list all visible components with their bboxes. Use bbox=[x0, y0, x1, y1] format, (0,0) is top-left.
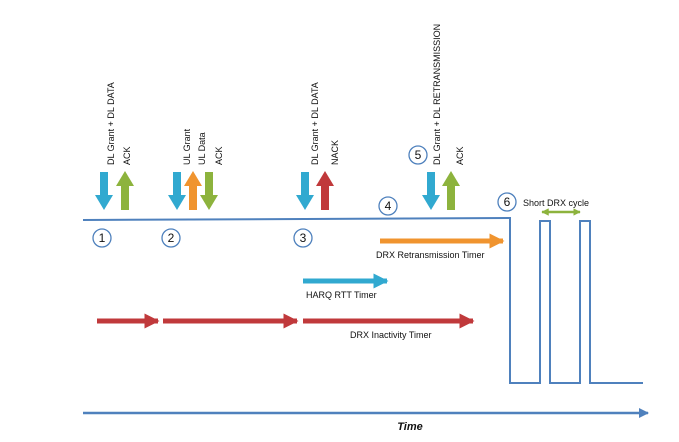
event-3-label-dl-grant: DL Grant + DL DATA bbox=[310, 82, 320, 165]
event-4-number: 4 bbox=[385, 199, 392, 213]
event-1-marker: 1 bbox=[92, 228, 112, 248]
event-2-label-ul-data: UL Data bbox=[197, 132, 207, 165]
event-1-label-dl-grant: DL Grant + DL DATA bbox=[106, 82, 116, 165]
event-3-number: 3 bbox=[300, 231, 307, 245]
ul-data-up-arrow bbox=[184, 171, 202, 210]
event-2-label-ul-grant: UL Grant bbox=[182, 128, 192, 165]
event-5-label-dl-grant: DL Grant + DL RETRANSMISSION bbox=[432, 24, 442, 165]
ack-down-arrow bbox=[200, 172, 218, 210]
event-3-label-nack: NACK bbox=[330, 140, 340, 165]
short-drx-cycle-label: Short DRX cycle bbox=[523, 198, 589, 208]
event-5-label-ack: ACK bbox=[455, 146, 465, 165]
ul-grant-down-arrow bbox=[168, 172, 186, 210]
event-1-label-ack: ACK bbox=[122, 146, 132, 165]
retransmission-timer-label: DRX Retransmission Timer bbox=[376, 250, 485, 260]
event-2-marker: 2 bbox=[161, 228, 181, 248]
event-6-number: 6 bbox=[504, 195, 511, 209]
event-3-arrows bbox=[296, 171, 334, 210]
event-1-arrows bbox=[95, 171, 134, 210]
event-6-marker: 6 bbox=[497, 192, 517, 212]
event-5-marker: 5 bbox=[408, 145, 428, 165]
dl-grant-down-arrow bbox=[296, 172, 314, 210]
ack-up-arrow bbox=[116, 171, 134, 210]
event-3-marker: 3 bbox=[293, 228, 313, 248]
event-5-number: 5 bbox=[415, 148, 422, 162]
dl-grant-down-arrow bbox=[422, 172, 440, 210]
event-2-arrows bbox=[168, 171, 218, 210]
ack-up-arrow bbox=[442, 171, 460, 210]
dl-grant-down-arrow bbox=[95, 172, 113, 210]
event-1-number: 1 bbox=[99, 231, 106, 245]
event-2-number: 2 bbox=[168, 231, 175, 245]
nack-up-arrow bbox=[316, 171, 334, 210]
time-axis-label: Time bbox=[397, 421, 422, 433]
event-5-arrows bbox=[422, 171, 460, 210]
drx-active-line bbox=[82, 216, 643, 384]
inactivity-timer-label: DRX Inactivity Timer bbox=[350, 330, 432, 340]
event-4-marker: 4 bbox=[378, 196, 398, 216]
event-2-label-ack: ACK bbox=[214, 146, 224, 165]
harq-rtt-timer-label: HARQ RTT Timer bbox=[306, 290, 377, 300]
